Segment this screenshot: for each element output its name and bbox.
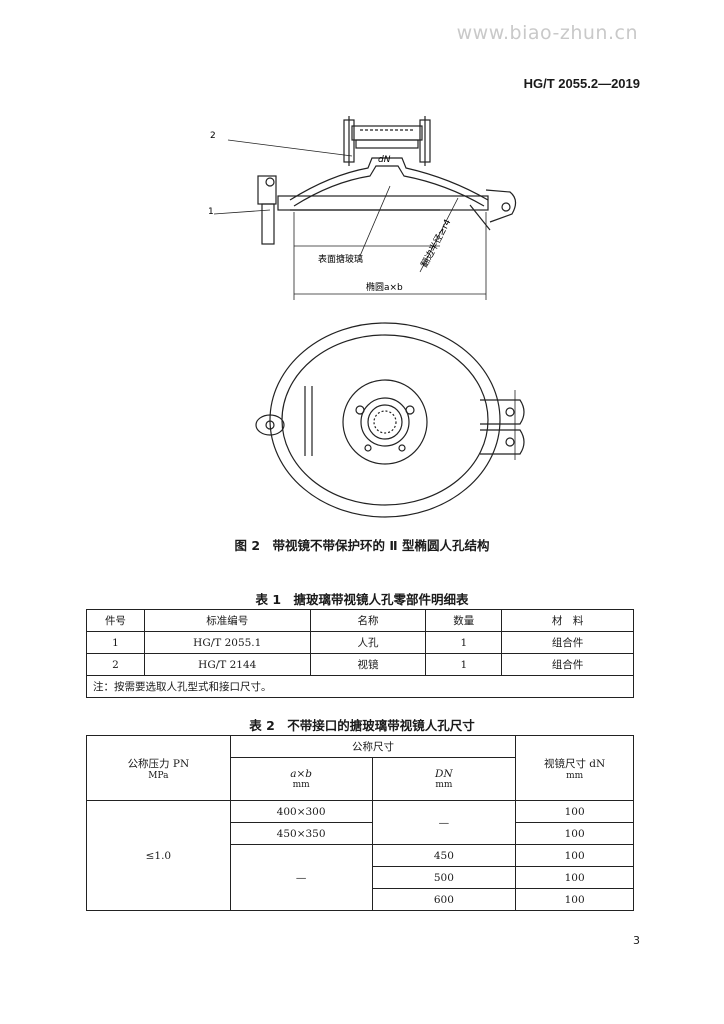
cell: 400×300 bbox=[229, 800, 373, 823]
cell-dash: — bbox=[229, 844, 373, 911]
table-header-row: 公称压力 PN MPa 公称尺寸 视镜尺寸 dN mm bbox=[86, 735, 634, 801]
header-axb: a×b mm bbox=[229, 757, 373, 801]
parts-table: 件号 标准编号 名称 数量 材 料 1 HG/T 2055.1 人孔 1 组合件… bbox=[86, 609, 634, 698]
table-row: 1 HG/T 2055.1 人孔 1 组合件 bbox=[86, 631, 634, 654]
cell: 组合件 bbox=[501, 631, 634, 654]
cell: 600 bbox=[371, 888, 517, 911]
header-axb-label: a×b bbox=[290, 768, 312, 780]
cell: 1 bbox=[425, 653, 503, 676]
label-ellipse: 椭圆a×b bbox=[366, 281, 403, 293]
table2-caption: 表 2 不带接口的搪玻璃带视镜人孔尺寸 bbox=[249, 718, 475, 733]
header-item: 件号 bbox=[86, 609, 145, 632]
header-nominal: 公称尺寸 bbox=[229, 735, 517, 758]
header-material: 材 料 bbox=[501, 609, 634, 632]
cell: 人孔 bbox=[309, 631, 427, 654]
table-note: 注：按需要选取人孔型式和接口尺寸。 bbox=[86, 675, 634, 698]
table1-caption: 表 1 搪玻璃带视镜人孔零部件明细表 bbox=[255, 592, 469, 607]
cell: 100 bbox=[515, 822, 634, 845]
table-header-row: 件号 标准编号 名称 数量 材 料 bbox=[86, 609, 634, 632]
plan-outer-ellipse bbox=[269, 322, 501, 518]
manhole-drawing: 2 1 dN 表面搪玻璃 椭圆a×b 翻边半径≥r4 bbox=[208, 116, 525, 518]
header-axb-unit: mm bbox=[292, 780, 310, 790]
header-dn-label: DN bbox=[435, 768, 453, 780]
plan-sight-flange bbox=[342, 379, 428, 465]
cell: 1 bbox=[86, 631, 145, 654]
cell: 100 bbox=[515, 844, 634, 867]
cell: 组合件 bbox=[501, 653, 634, 676]
cell: 100 bbox=[515, 800, 634, 823]
dome-inner bbox=[293, 165, 485, 207]
header-dn: DN mm bbox=[371, 757, 517, 801]
cell: 视镜 bbox=[309, 653, 427, 676]
header-dn-unit: mm bbox=[435, 780, 453, 790]
plan-inner-ellipse bbox=[281, 334, 489, 506]
callout-2: 2 bbox=[210, 131, 216, 141]
table-row: ≤1.0 400×300 — 100 bbox=[86, 800, 634, 911]
header-sight-unit: mm bbox=[566, 770, 584, 781]
cell: 1 bbox=[425, 631, 503, 654]
pn-value: ≤1.0 bbox=[86, 800, 231, 911]
table-row: 2 HG/T 2144 视镜 1 组合件 bbox=[86, 653, 634, 676]
cell-dash: — bbox=[371, 800, 517, 845]
header-sight-label: 视镜尺寸 dN bbox=[543, 757, 606, 770]
cell: HG/T 2144 bbox=[143, 653, 311, 676]
cell: 2 bbox=[86, 653, 145, 676]
header-standard: 标准编号 bbox=[143, 609, 311, 632]
table-row: 450×350 100 bbox=[87, 822, 634, 845]
header-quantity: 数量 bbox=[425, 609, 503, 632]
table-row: — 450 100 bbox=[87, 844, 634, 911]
figure-caption: 图 2 带视镜不带保护环的 Ⅱ 型椭圆人孔结构 bbox=[234, 538, 490, 553]
label-radius: 翻边半径≥r4 bbox=[418, 217, 454, 270]
label-surface: 表面搪玻璃 bbox=[318, 253, 363, 265]
watermark: www.biao-zhun.cn bbox=[456, 22, 638, 44]
header-sight: 视镜尺寸 dN mm bbox=[515, 735, 634, 801]
label-dn: dN bbox=[378, 155, 391, 165]
callout-1: 1 bbox=[208, 207, 214, 217]
header-pn-label: 公称压力 PN bbox=[127, 757, 190, 770]
cell: 500 bbox=[371, 866, 517, 889]
page-number: 3 bbox=[633, 934, 640, 947]
table-row: 500 100 bbox=[87, 866, 634, 889]
cell: 100 bbox=[515, 888, 634, 911]
cell: 100 bbox=[515, 866, 634, 889]
dome-outer bbox=[289, 157, 489, 201]
cell: 450 bbox=[371, 844, 517, 867]
cell: 450×350 bbox=[229, 822, 373, 845]
header-pn: 公称压力 PN MPa bbox=[86, 735, 231, 801]
note-row: 注：按需要选取人孔型式和接口尺寸。 bbox=[86, 675, 634, 698]
dimension-table: 公称压力 PN MPa 公称尺寸 视镜尺寸 dN mm a×b mm DN mm… bbox=[86, 735, 634, 911]
header-pn-unit: MPa bbox=[148, 770, 169, 781]
table-row: 600 100 bbox=[87, 888, 634, 911]
header-name: 名称 bbox=[309, 609, 427, 632]
standard-code: HG/T 2055.2—2019 bbox=[523, 76, 640, 91]
sight-glass-top bbox=[351, 125, 423, 141]
cell: HG/T 2055.1 bbox=[143, 631, 311, 654]
